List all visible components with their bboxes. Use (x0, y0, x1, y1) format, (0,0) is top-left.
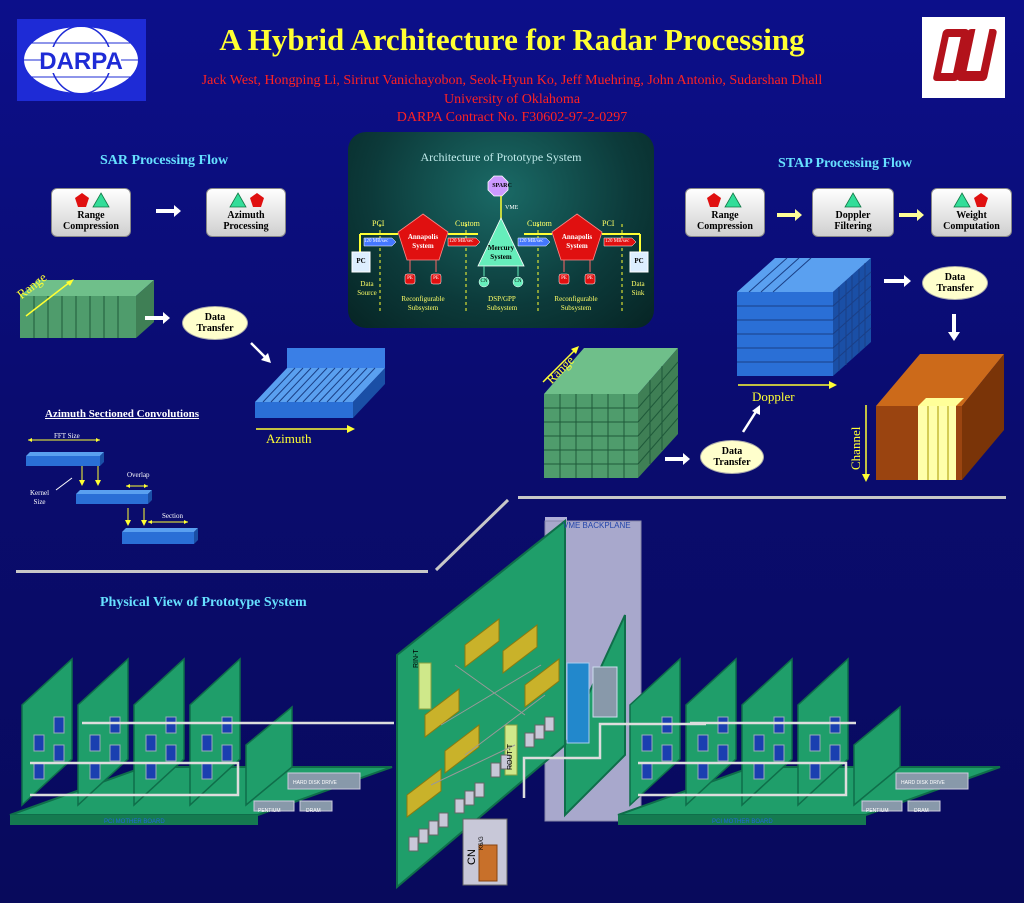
azimuth-arrow-icon (256, 425, 355, 433)
sar-title: SAR Processing Flow (100, 153, 229, 168)
doppler-arrow-icon (738, 381, 837, 389)
dsp-label: DSP/GPP Subsystem (486, 295, 518, 312)
dram-label: DRAM (914, 808, 929, 814)
arrow-icon (250, 342, 271, 363)
stap-doppler-data-cube (737, 257, 872, 376)
vme-backplane-label: VME BACKPLANE (563, 521, 631, 530)
section-label: Section (162, 512, 183, 520)
sar-range-data-block (20, 280, 154, 338)
overlap-label: Overlap (127, 471, 150, 479)
kernel-size-label: Kernel Size (30, 489, 50, 506)
physical-title: Physical View of Prototype System (100, 595, 307, 610)
architecture-title: Architecture of Prototype System (420, 150, 582, 164)
range-arrow-icon (25, 279, 74, 317)
rate3-label: 120 MB/sec (519, 239, 544, 244)
custom-left-label: Custom (455, 219, 480, 228)
darpa-logo: DARPA (17, 19, 146, 101)
divider (16, 570, 428, 573)
rin-label: RIN-T (413, 649, 420, 668)
pci-board-label: PCI MOTHER BOARD (104, 819, 165, 825)
stap-weight-computation-box: Weight Computation (931, 188, 1012, 237)
pentium-label: PENTIUM (258, 808, 281, 814)
darpa-logo-text: DARPA (39, 48, 123, 75)
cn-label: CN (466, 849, 478, 865)
arrow-icon (741, 405, 760, 433)
pe-node: PE (561, 276, 567, 281)
sectioned-convolution-diagram (26, 438, 198, 544)
k6-label: K6/G (479, 836, 485, 850)
vme-label: VME (505, 205, 519, 211)
pentium-label: PENTIUM (866, 808, 889, 814)
pc-right-node: PC (634, 257, 644, 265)
dram-label: DRAM (306, 808, 321, 814)
fft-size-label: FFT Size (54, 432, 80, 440)
channel-label: Channel (848, 426, 863, 470)
stap-stage2-label: Doppler Filtering (834, 210, 872, 232)
reconfig-right-label: Reconfigurable Subsystem (554, 295, 598, 312)
sar-stage2-label: Azimuth Processing (223, 210, 269, 232)
sar-azimuth-processing-box: Azimuth Processing (206, 188, 286, 237)
page-title: A Hybrid Architecture for Radar Processi… (219, 22, 805, 57)
architecture-panel (348, 132, 654, 328)
mercury-label: Mercury System (487, 244, 515, 261)
rate4-label: 120 MB/sec (605, 239, 630, 244)
pci-board-label: PCI MOTHER BOARD (712, 819, 773, 825)
cn-node: CN (480, 279, 488, 284)
arrow-icon (777, 209, 802, 221)
arrow-icon (145, 312, 170, 324)
vme-chassis (396, 517, 642, 890)
arrow-icon (156, 205, 181, 217)
cable-icon (522, 722, 706, 798)
reconfig-left-label: Reconfigurable Subsystem (401, 295, 445, 312)
right-pc-board (617, 657, 1001, 825)
data-sink-label: Data Sink (631, 280, 645, 297)
pci-left-label: PCI (372, 219, 385, 228)
contract-number: DARPA Contract No. F30602-97-2-0297 (396, 110, 628, 125)
arrow-icon (899, 209, 924, 221)
sar-range-compression-box: Range Compression (51, 188, 131, 237)
left-pc-board (9, 657, 394, 825)
stap-range-compression-box: Range Compression (685, 188, 765, 237)
arrow-icon (665, 453, 690, 465)
sar-stage1-label: Range Compression (63, 210, 119, 232)
annapolis-right-label: Annapolis System (561, 233, 593, 250)
custom-right-label: Custom (527, 219, 552, 228)
pe-node: PE (433, 276, 439, 281)
data-source-label: Data Source (357, 280, 377, 297)
stap-title: STAP Processing Flow (778, 156, 913, 171)
stap-stage3-label: Weight Computation (943, 210, 1000, 232)
conv-title: Azimuth Sectioned Convolutions (45, 408, 200, 420)
sar-azimuth-data-block (255, 348, 385, 418)
rout-label: ROUT-T (507, 743, 514, 770)
pc-left-node: PC (356, 257, 366, 265)
pe-node: PE (407, 276, 413, 281)
stap-doppler-filtering-box: Doppler Filtering (812, 188, 894, 237)
pci-right-label: PCI (602, 219, 615, 228)
hard-disk-label: HARD DISK DRIVE (293, 780, 337, 786)
stap-data-transfer-bottom: Data Transfer (700, 440, 764, 474)
authors: Jack West, Hongping Li, Sirirut Vanichay… (201, 73, 823, 88)
sar-data-transfer: Data Transfer (182, 306, 248, 340)
divider (518, 496, 1006, 499)
stap-data-transfer-top: Data Transfer (922, 266, 988, 300)
rate1-label: 120 MB/sec (364, 239, 389, 244)
doppler-label: Doppler (752, 389, 795, 404)
rate2-label: 120 MB/sec (449, 239, 474, 244)
divider (434, 498, 510, 572)
range-arrow-icon (542, 346, 579, 383)
arrow-icon (948, 314, 960, 341)
annapolis-left-label: Annapolis System (407, 233, 439, 250)
stap-stage1-label: Range Compression (697, 210, 753, 232)
stap-range-data-cube (544, 348, 679, 478)
arrow-icon (884, 275, 911, 287)
ou-logo (922, 17, 1005, 98)
university: University of Oklahoma (443, 92, 581, 107)
channel-arrow-icon (862, 405, 870, 482)
cn-node: CN (514, 279, 522, 284)
hard-disk-label: HARD DISK DRIVE (901, 780, 945, 786)
sar-azimuth-label: Azimuth (266, 431, 312, 446)
sparc-node: SPARC (492, 183, 512, 189)
stap-channel-data-cube (876, 354, 1004, 480)
pe-node: PE (587, 276, 593, 281)
